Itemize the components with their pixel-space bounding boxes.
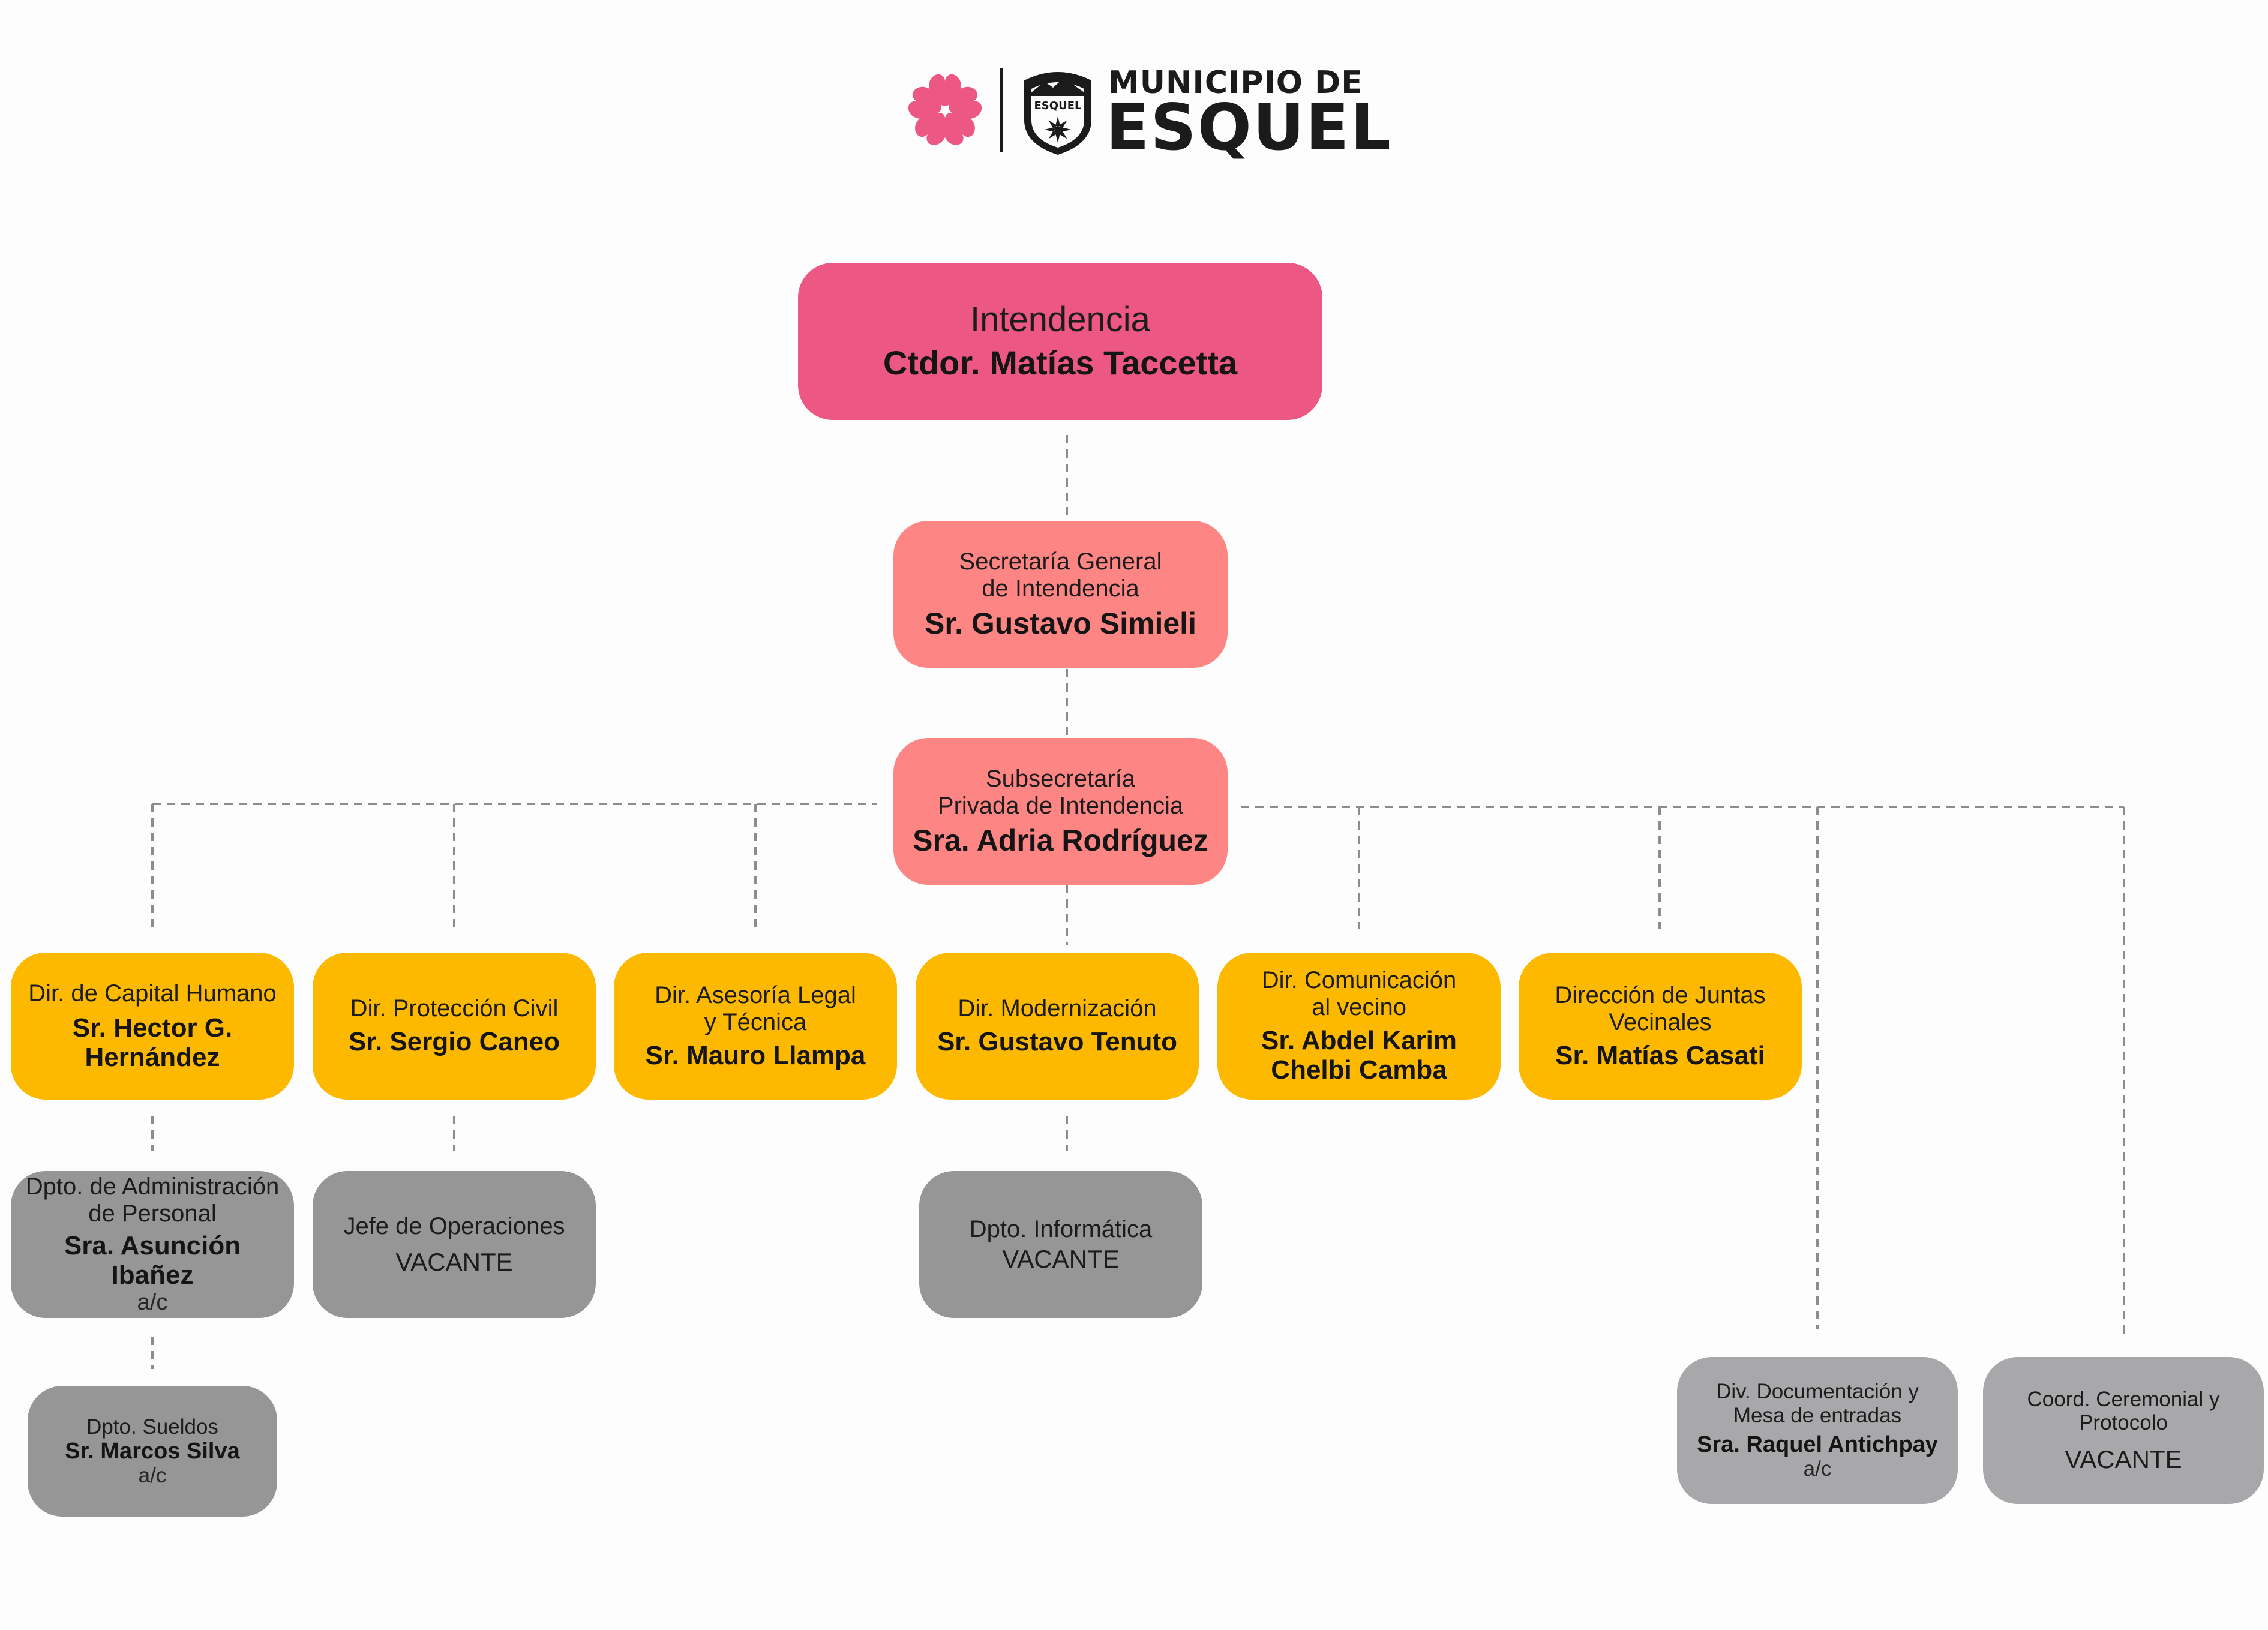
node-title: Secretaría General [959,548,1162,575]
shield-crest-icon: ESQUEL [1024,72,1091,155]
node-dpto-informatica: Dpto. Informática VACANTE [919,1171,1202,1318]
node-name: Sr. Sergio Caneo [348,1027,560,1057]
node-title: Subsecretaría [985,765,1136,792]
node-dir-asesoria-legal: Dir. Asesoría Legal y Técnica Sr. Mauro … [614,953,897,1100]
node-title: Mesa de entradas [1733,1403,1902,1427]
node-name: Ctdor. Matías Taccetta [883,344,1238,382]
node-name: Chelbi Camba [1271,1055,1447,1085]
node-title: Privada de Intendencia [937,792,1184,819]
node-status: VACANTE [395,1248,513,1277]
node-suffix: a/c [138,1464,167,1488]
node-name: Sr. Marcos Silva [65,1438,240,1464]
node-dir-proteccion-civil: Dir. Protección Civil Sr. Sergio Caneo [313,953,596,1100]
node-title: Dpto. Sueldos [86,1415,218,1439]
node-name: Sr. Matías Casati [1555,1040,1765,1070]
flower-logo-icon [905,74,985,149]
node-suffix: a/c [137,1290,168,1316]
node-title: Dir. de Capital Humano [28,980,277,1007]
node-dir-juntas-vecinales: Dirección de Juntas Vecinales Sr. Matías… [1519,953,1802,1100]
node-dir-comunicacion: Dir. Comunicación al vecino Sr. Abdel Ka… [1217,953,1501,1100]
node-title: Dir. Modernización [958,995,1157,1022]
node-dpto-admin-personal: Dpto. de Administración de Personal Sra.… [11,1171,294,1318]
node-coord-ceremonial: Coord. Ceremonial y Protocolo VACANTE [1983,1357,2264,1504]
node-title: de Personal [88,1200,217,1227]
node-secretaria-general: Secretaría General de Intendencia Sr. Gu… [893,521,1228,668]
node-title: al vecino [1312,994,1406,1021]
node-title: Intendencia [970,300,1150,340]
node-dir-capital-humano: Dir. de Capital Humano Sr. Hector G. Her… [11,953,294,1100]
node-subsecretaria: Subsecretaría Privada de Intendencia Sra… [893,738,1228,885]
node-name: Sr. Gustavo Simieli [925,607,1196,641]
logo-divider [1000,68,1003,152]
node-name: Sr. Mauro Llampa [645,1040,866,1070]
node-title: Jefe de Operaciones [343,1212,565,1239]
brand-title: ESQUEL [1106,91,1392,164]
node-title: Vecinales [1609,1008,1712,1035]
node-title: y Técnica [704,1008,807,1035]
node-title: Dpto. de Administración [25,1173,280,1200]
node-status: VACANTE [2065,1445,2182,1474]
node-intendencia: Intendencia Ctdor. Matías Taccetta [798,263,1322,420]
node-div-documentacion: Div. Documentación y Mesa de entradas Sr… [1677,1357,1958,1504]
node-title: de Intendencia [982,575,1139,602]
node-title: Dir. Comunicación [1261,967,1457,994]
node-status: VACANTE [1002,1245,1120,1274]
node-name: Hernández [85,1042,220,1072]
node-dpto-sueldos: Dpto. Sueldos Sr. Marcos Silva a/c [28,1386,277,1517]
node-title: Dir. Protección Civil [350,995,559,1022]
brand-subtitle: MUNICIPIO DE [1108,65,1363,101]
node-name: Sra. Asunción Ibañez [64,1230,241,1290]
header-logo: ESQUEL MUNICIPIO DE ESQUEL [903,65,1391,161]
node-name: Sra. Raquel Antichpay [1697,1431,1938,1457]
node-title: Dpto. Informática [969,1215,1153,1242]
node-name: Sra. Adria Rodríguez [913,824,1208,858]
node-name: Sr. Abdel Karim [1261,1026,1457,1056]
node-title: Div. Documentación y [1716,1380,1919,1404]
node-title: Dirección de Juntas [1555,982,1766,1009]
node-jefe-operaciones: Jefe de Operaciones VACANTE [313,1171,596,1318]
node-dir-modernizacion: Dir. Modernización Sr. Gustavo Tenuto [916,953,1199,1100]
node-name: Sr. Gustavo Tenuto [937,1027,1178,1057]
node-title: Coord. Ceremonial y [2027,1387,2220,1411]
node-name: Sr. Hector G. [72,1013,233,1043]
node-title: Protocolo [2079,1410,2168,1434]
shield-label: ESQUEL [1034,100,1082,112]
node-suffix: a/c [1803,1457,1832,1481]
node-title: Dir. Asesoría Legal [655,982,856,1009]
